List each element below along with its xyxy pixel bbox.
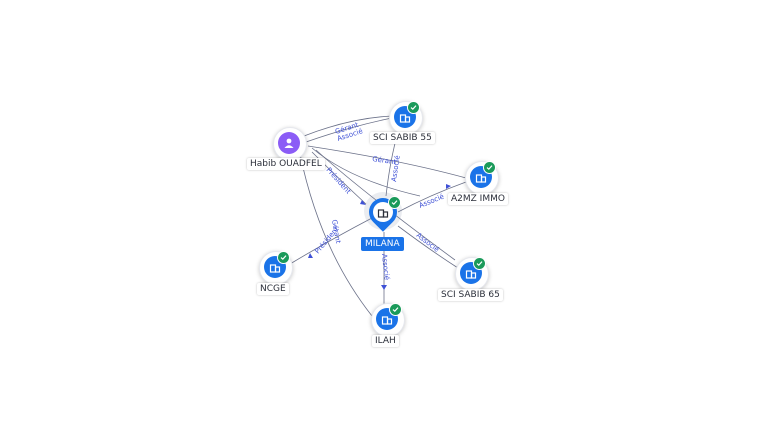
node-label-milana[interactable]: MILANA: [361, 237, 404, 251]
node-label-habib[interactable]: Habib OUADFEL: [247, 158, 325, 170]
arrow-icon: [446, 184, 451, 189]
node-label-ncge[interactable]: NCGE: [257, 283, 289, 295]
node-circle: [373, 202, 393, 222]
edge-habib-ilah: [299, 153, 373, 317]
arrow-icon: [360, 200, 366, 205]
node-circle: [278, 132, 300, 154]
edge-milana-ncge: [289, 217, 373, 265]
node-sci-sabib-65[interactable]: [454, 256, 489, 291]
building-icon: [399, 114, 411, 123]
edge-label: Associé: [380, 253, 391, 280]
edge-milana-a2mz: [397, 181, 467, 213]
node-milana[interactable]: [363, 192, 404, 236]
edge-label: Gérant: [372, 155, 397, 166]
edge-habib-a2mz: [307, 145, 467, 179]
edge-label: Associé: [390, 155, 402, 182]
edge-label: Associé: [418, 193, 446, 210]
node-label-ilah[interactable]: ILAH: [372, 335, 399, 347]
building-icon: [465, 270, 477, 279]
building-icon: [269, 264, 281, 273]
edge-habib-out: [311, 147, 421, 197]
verified-check-icon: [473, 257, 486, 270]
edge-habib-milana: [311, 151, 367, 205]
verified-check-icon: [388, 196, 401, 209]
node-a2mz-immo[interactable]: [464, 160, 499, 195]
edge-habib-out: [315, 149, 456, 261]
building-icon: [377, 209, 389, 218]
node-ncge[interactable]: [258, 250, 293, 285]
edge-label: Associé: [415, 231, 441, 254]
arrow-icon: [381, 285, 387, 290]
edge-habib-sci55-gerant: [303, 115, 393, 137]
arrow-icon: [308, 253, 313, 258]
edge-habib-sci55-associe: [305, 117, 393, 143]
node-sci-sabib-55[interactable]: [388, 100, 423, 135]
building-icon: [381, 316, 393, 325]
node-label-a2mz-immo[interactable]: A2MZ IMMO: [448, 193, 508, 205]
verified-check-icon: [483, 161, 496, 174]
node-label-sci-sabib-55[interactable]: SCI SABIB 55: [370, 132, 435, 144]
edge-label: Président: [325, 166, 353, 196]
building-icon: [475, 174, 487, 183]
node-habib-ouadfel[interactable]: [272, 126, 307, 161]
node-ilah[interactable]: [370, 302, 405, 337]
person-icon: [284, 138, 294, 148]
node-label-sci-sabib-65[interactable]: SCI SABIB 65: [438, 289, 503, 301]
verified-check-icon: [277, 251, 290, 264]
verified-check-icon: [407, 101, 420, 114]
verified-check-icon: [389, 303, 402, 316]
edge-milana-sci65: [397, 225, 459, 269]
